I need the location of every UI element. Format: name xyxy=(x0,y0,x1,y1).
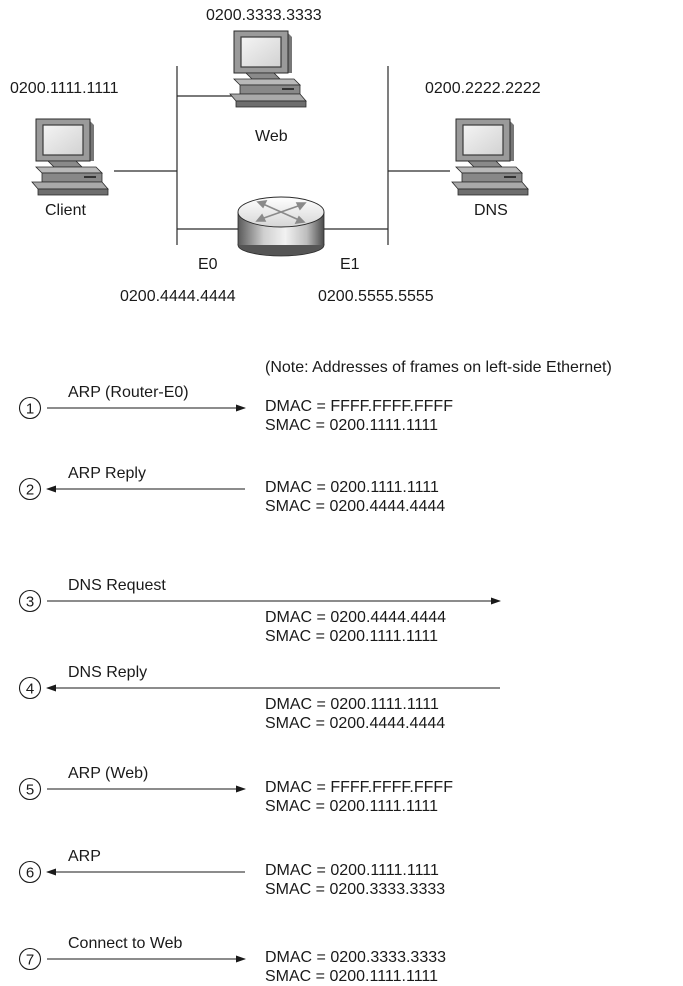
step-4-number: 4 xyxy=(26,681,34,698)
step-2-label: ARP Reply xyxy=(68,465,146,483)
step-2-smac: SMAC = 0200.4444.4444 xyxy=(265,498,445,516)
router-e1-mac-label: 0200.5555.5555 xyxy=(318,288,434,306)
step-1-label: ARP (Router-E0) xyxy=(68,384,189,402)
step-1-smac: SMAC = 0200.1111.1111 xyxy=(265,417,438,435)
step-4-dmac: DMAC = 0200.1111.1111 xyxy=(265,696,439,714)
step-1-number: 1 xyxy=(26,401,34,418)
step-7-dmac: DMAC = 0200.3333.3333 xyxy=(265,949,446,967)
router-e0-mac-label: 0200.4444.4444 xyxy=(120,288,236,306)
dns-mac-label: 0200.2222.2222 xyxy=(425,80,541,98)
step-3-number: 3 xyxy=(26,594,34,611)
web-label: Web xyxy=(255,128,288,146)
step-2-dmac: DMAC = 0200.1111.1111 xyxy=(265,479,439,497)
step-5-number: 5 xyxy=(26,782,34,799)
step-7-label: Connect to Web xyxy=(68,935,182,953)
client-pc-icon xyxy=(32,119,108,195)
step-4-smac: SMAC = 0200.4444.4444 xyxy=(265,715,445,733)
step-2-number: 2 xyxy=(26,482,34,499)
step-7-smac: SMAC = 0200.1111.1111 xyxy=(265,968,438,986)
step-6-smac: SMAC = 0200.3333.3333 xyxy=(265,881,445,899)
step-5-circle xyxy=(20,779,41,800)
step-6-number: 6 xyxy=(26,865,34,882)
step-7-circle xyxy=(20,949,41,970)
router-icon xyxy=(238,197,324,256)
step-6-dmac: DMAC = 0200.1111.1111 xyxy=(265,862,439,880)
step-3-dmac: DMAC = 0200.4444.4444 xyxy=(265,609,446,627)
step-7-number: 7 xyxy=(26,952,34,969)
step-2-circle xyxy=(20,479,41,500)
step-1-dmac: DMAC = FFFF.FFFF.FFFF xyxy=(265,398,453,416)
step-5-label: ARP (Web) xyxy=(68,765,148,783)
frame-address-note: (Note: Addresses of frames on left-side … xyxy=(265,359,612,377)
router-e1-label: E1 xyxy=(340,256,360,274)
step-1-circle xyxy=(20,398,41,419)
dns-label: DNS xyxy=(474,202,508,220)
client-label: Client xyxy=(45,202,86,220)
network-topology xyxy=(0,0,683,330)
dns-server-icon xyxy=(452,119,528,195)
step-4-circle xyxy=(20,678,41,699)
step-3-label: DNS Request xyxy=(68,577,166,595)
step-6-circle xyxy=(20,862,41,883)
step-3-circle xyxy=(20,591,41,612)
step-4-label: DNS Reply xyxy=(68,664,147,682)
router-e0-label: E0 xyxy=(198,256,218,274)
step-3-smac: SMAC = 0200.1111.1111 xyxy=(265,628,438,646)
step-6-label: ARP xyxy=(68,848,101,866)
web-server-icon xyxy=(230,31,306,107)
step-5-smac: SMAC = 0200.1111.1111 xyxy=(265,798,438,816)
web-mac-label: 0200.3333.3333 xyxy=(206,7,322,25)
step-5-dmac: DMAC = FFFF.FFFF.FFFF xyxy=(265,779,453,797)
client-mac-label: 0200.1111.1111 xyxy=(10,80,119,98)
